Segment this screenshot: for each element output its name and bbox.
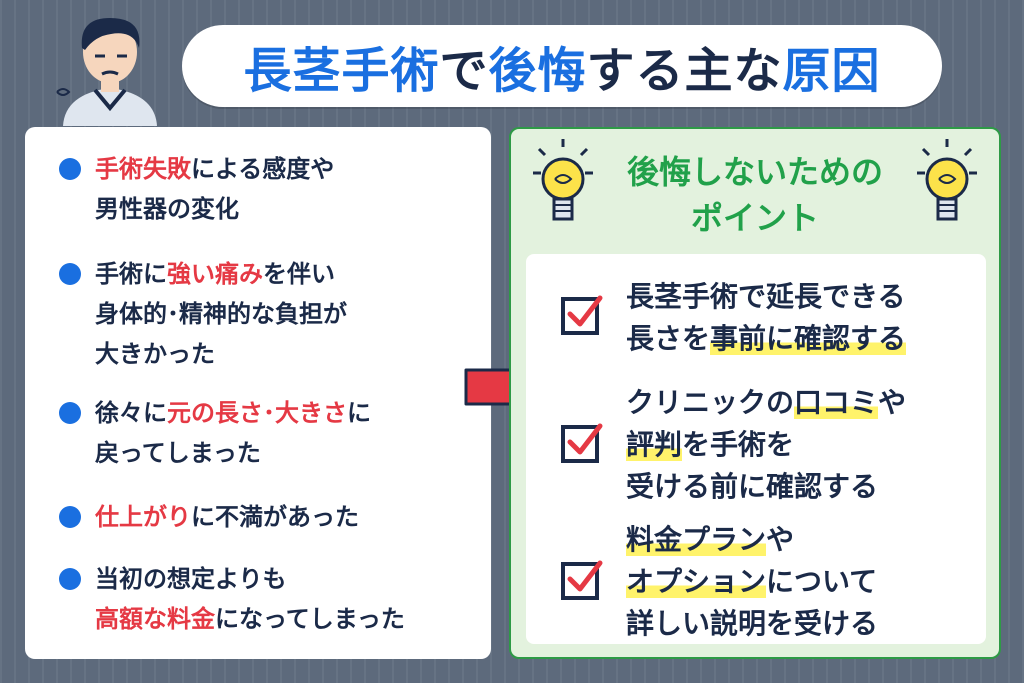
cause-text: 当初の想定よりも: [95, 565, 287, 593]
cause-text: に: [347, 399, 371, 427]
checkbox-icon: [561, 295, 603, 335]
cause-text: 大きかった: [95, 340, 215, 368]
cause-text: による感度や: [191, 155, 335, 183]
checkbox-icon: [561, 423, 603, 463]
point-text: 受ける前に確認する: [626, 470, 879, 503]
bullet-icon: [59, 402, 81, 424]
cause-item: 当初の想定よりも 高額な料金になってしまった: [59, 559, 405, 639]
cause-emphasis: 手術失敗: [95, 155, 191, 183]
cause-item: 手術に強い痛みを伴い 身体的･精神的な負担が 大きかった: [59, 254, 347, 374]
point-text: について: [766, 565, 878, 598]
points-title-line1: 後悔しないための: [626, 153, 883, 191]
points-title-line2: ポイント: [690, 199, 819, 237]
cause-text: 戻ってしまった: [95, 439, 261, 467]
title-part: 長茎手術: [243, 43, 440, 99]
points-panel: 後悔しないための ポイント 長茎手術で延長できる 長さを事前に確認する: [509, 127, 1001, 659]
cause-text: 男性器の変化: [95, 195, 239, 223]
worried-person-icon: [56, 18, 157, 126]
points-list: 長茎手術で延長できる 長さを事前に確認する クリニックの口コミや 評判を手術を …: [526, 254, 986, 644]
cause-text: 身体的･精神的な負担が: [95, 300, 347, 328]
cause-emphasis: 元の長さ･大きさ: [167, 399, 347, 427]
lightbulb-icon: [533, 139, 593, 221]
cause-emphasis: 強い痛み: [167, 260, 263, 288]
title-part: で: [439, 43, 489, 99]
checkbox-icon: [561, 560, 603, 600]
point-text: クリニックの: [626, 386, 795, 419]
point-text: 詳しい説明を受ける: [626, 607, 879, 640]
cause-emphasis: 高額な料金: [95, 605, 215, 633]
point-text: 長茎手術で延長できる: [626, 280, 906, 313]
causes-panel: 手術失敗による感度や 男性器の変化 手術に強い痛みを伴い 身体的･精神的な負担が…: [25, 127, 491, 659]
point-text: を手術を: [682, 428, 795, 461]
cause-emphasis: 仕上がり: [95, 503, 191, 531]
point-highlight: 料金プラン: [626, 523, 767, 556]
point-item: クリニックの口コミや 評判を手術を 受ける前に確認する: [560, 382, 906, 508]
bullet-icon: [59, 263, 81, 285]
cause-item: 仕上がりに不満があった: [59, 497, 359, 537]
cause-item: 徐々に元の長さ･大きさに 戻ってしまった: [59, 393, 371, 473]
point-item: 料金プランや オプションについて 詳しい説明を受ける: [560, 519, 878, 645]
bullet-icon: [59, 506, 81, 528]
bullet-icon: [59, 568, 81, 590]
point-text: や: [878, 386, 907, 419]
point-highlight: 事前に確認する: [710, 322, 907, 355]
point-text: 長さを: [626, 322, 711, 355]
cause-text: 手術に: [95, 260, 167, 288]
cause-text: を伴い: [263, 260, 335, 288]
lightbulb-icon: [917, 139, 977, 221]
cause-text: 徐々に: [95, 399, 167, 427]
title-part: 後悔: [488, 43, 587, 99]
point-highlight: 口コミ: [794, 386, 879, 419]
cause-item: 手術失敗による感度や 男性器の変化: [59, 149, 334, 229]
title-part: 原因: [782, 43, 881, 99]
point-item: 長茎手術で延長できる 長さを事前に確認する: [560, 276, 907, 360]
title-part: する主な: [586, 43, 783, 99]
point-text: や: [766, 523, 795, 556]
point-highlight: 評判: [626, 428, 683, 461]
cause-text: になってしまった: [215, 605, 405, 633]
title-banner: 長茎手術で後悔する主な原因: [182, 25, 942, 107]
point-highlight: オプション: [626, 565, 767, 598]
bullet-icon: [59, 158, 81, 180]
page-title: 長茎手術で後悔する主な原因: [243, 31, 880, 101]
cause-text: に不満があった: [191, 503, 359, 531]
